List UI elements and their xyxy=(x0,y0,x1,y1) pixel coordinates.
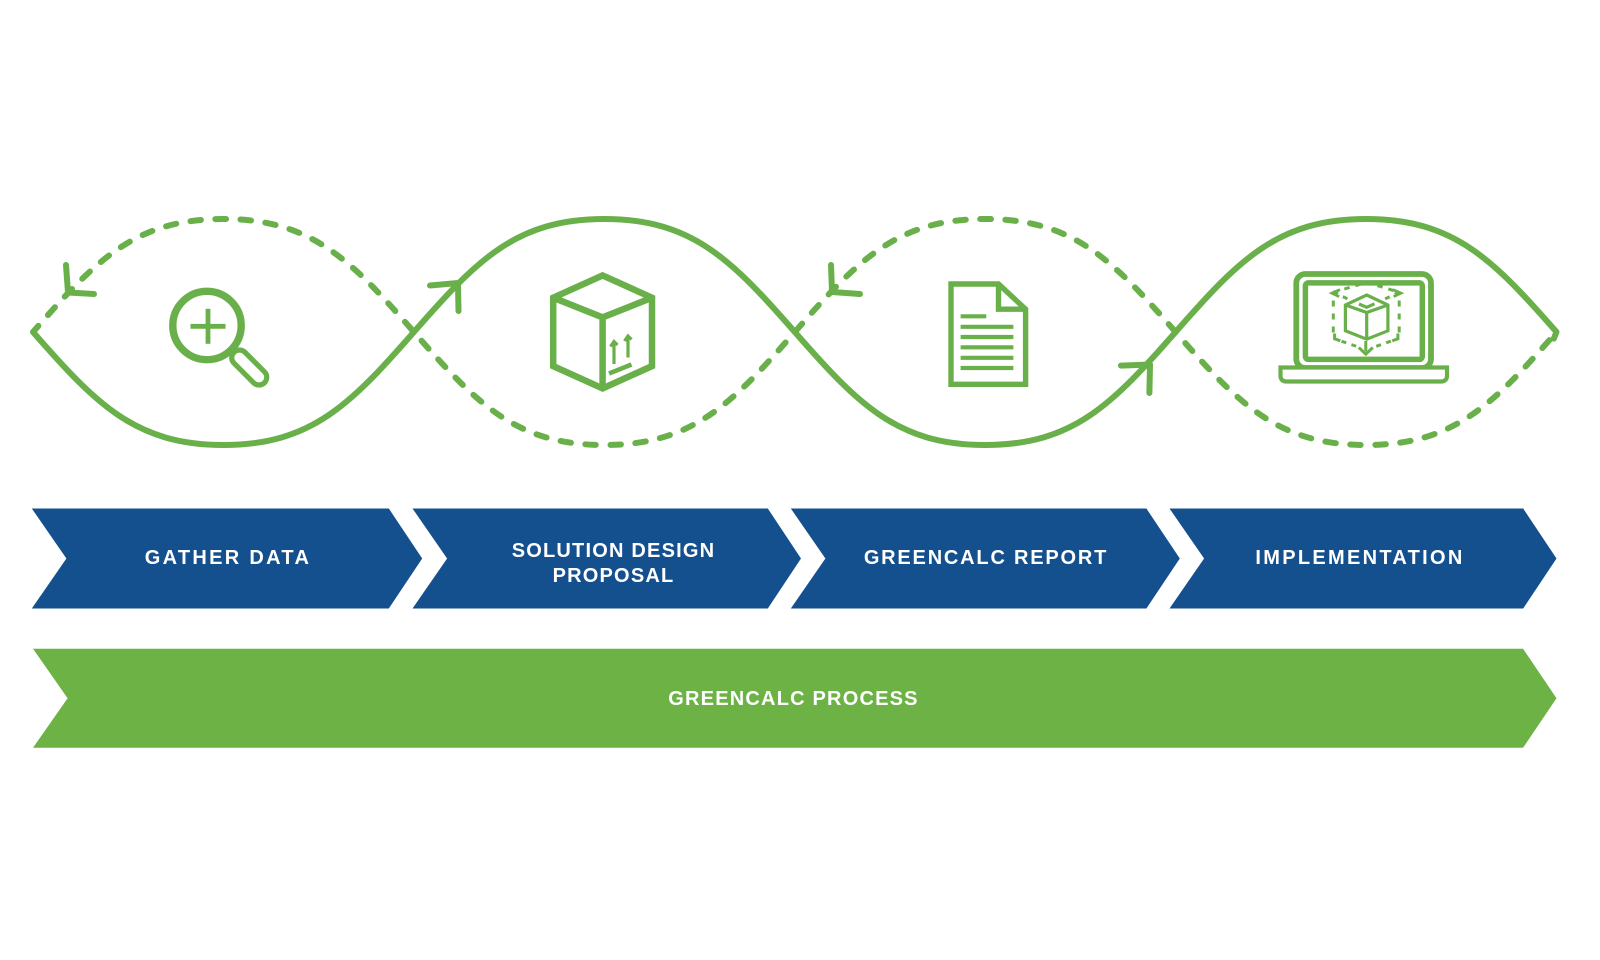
svg-text:GREENCALC PROCESS: GREENCALC PROCESS xyxy=(668,688,918,710)
svg-text:GATHER DATA: GATHER DATA xyxy=(145,547,311,569)
svg-text:GREENCALC REPORT: GREENCALC REPORT xyxy=(864,547,1108,569)
svg-text:SOLUTION DESIGN: SOLUTION DESIGN xyxy=(512,540,716,562)
svg-text:IMPLEMENTATION: IMPLEMENTATION xyxy=(1255,547,1464,569)
svg-text:PROPOSAL: PROPOSAL xyxy=(553,565,675,587)
